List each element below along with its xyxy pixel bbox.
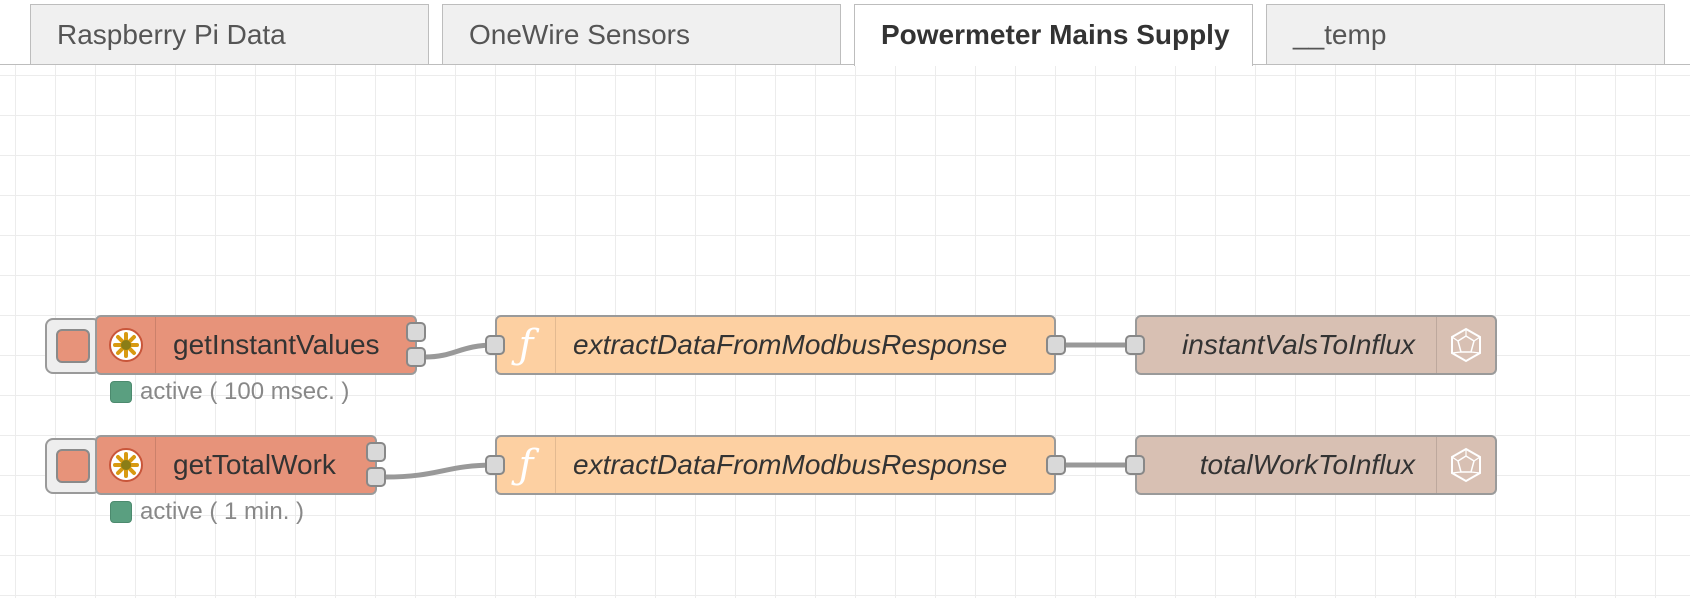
- influxdb-icon: [1436, 317, 1495, 373]
- function-node-extract-data-1[interactable]: ƒ extractDataFromModbusResponse: [495, 315, 1056, 375]
- output-port[interactable]: [406, 322, 426, 342]
- node-label: totalWorkToInflux: [1199, 449, 1415, 480]
- output-port[interactable]: [406, 347, 426, 367]
- output-port[interactable]: [1046, 455, 1066, 475]
- inject-button-face: [56, 329, 90, 363]
- inject-button[interactable]: [45, 438, 101, 494]
- tab-onewire-sensors[interactable]: OneWire Sensors: [442, 4, 841, 64]
- status-dot-icon: [110, 501, 132, 523]
- inject-node-get-total-work[interactable]: getTotalWork: [95, 435, 377, 495]
- flow-canvas[interactable]: getInstantValues active ( 100 msec. ) ƒ …: [0, 65, 1690, 598]
- inject-button-face: [56, 449, 90, 483]
- inject-button[interactable]: [45, 318, 101, 374]
- function-icon: ƒ: [497, 437, 556, 493]
- input-port[interactable]: [485, 335, 505, 355]
- output-port[interactable]: [366, 442, 386, 462]
- status-text: active ( 100 msec. ): [140, 378, 350, 405]
- influx-node-instant-vals[interactable]: instantValsToInflux: [1135, 315, 1497, 375]
- node-label: extractDataFromModbusResponse: [573, 449, 1008, 480]
- influx-node-total-work[interactable]: totalWorkToInflux: [1135, 435, 1497, 495]
- wire-inject2-to-function2[interactable]: [384, 462, 496, 480]
- node-status: active ( 1 min. ): [110, 498, 304, 526]
- tab-raspberry-pi-data[interactable]: Raspberry Pi Data: [30, 4, 429, 64]
- workspace-tabbar: Raspberry Pi Data OneWire Sensors Powerm…: [0, 0, 1690, 66]
- function-node-extract-data-2[interactable]: ƒ extractDataFromModbusResponse: [495, 435, 1056, 495]
- tab-powermeter-mains-supply[interactable]: Powermeter Mains Supply: [854, 4, 1253, 66]
- node-label: getTotalWork: [173, 449, 336, 480]
- tabbar-baseline: [0, 64, 1690, 65]
- influxdb-icon: [1436, 437, 1495, 493]
- inject-node-get-instant-values[interactable]: getInstantValues: [95, 315, 417, 375]
- output-port[interactable]: [366, 467, 386, 487]
- node-label: instantValsToInflux: [1182, 329, 1415, 360]
- modbus-gear-icon: [97, 437, 156, 493]
- status-dot-icon: [110, 381, 132, 403]
- node-label: extractDataFromModbusResponse: [573, 329, 1008, 360]
- node-label: getInstantValues: [173, 329, 380, 360]
- node-status: active ( 100 msec. ): [110, 378, 349, 406]
- function-icon: ƒ: [497, 317, 556, 373]
- input-port[interactable]: [1125, 335, 1145, 355]
- modbus-gear-icon: [97, 317, 156, 373]
- input-port[interactable]: [1125, 455, 1145, 475]
- tab-temp[interactable]: __temp: [1266, 4, 1665, 64]
- status-text: active ( 1 min. ): [140, 498, 305, 525]
- output-port[interactable]: [1046, 335, 1066, 355]
- input-port[interactable]: [485, 455, 505, 475]
